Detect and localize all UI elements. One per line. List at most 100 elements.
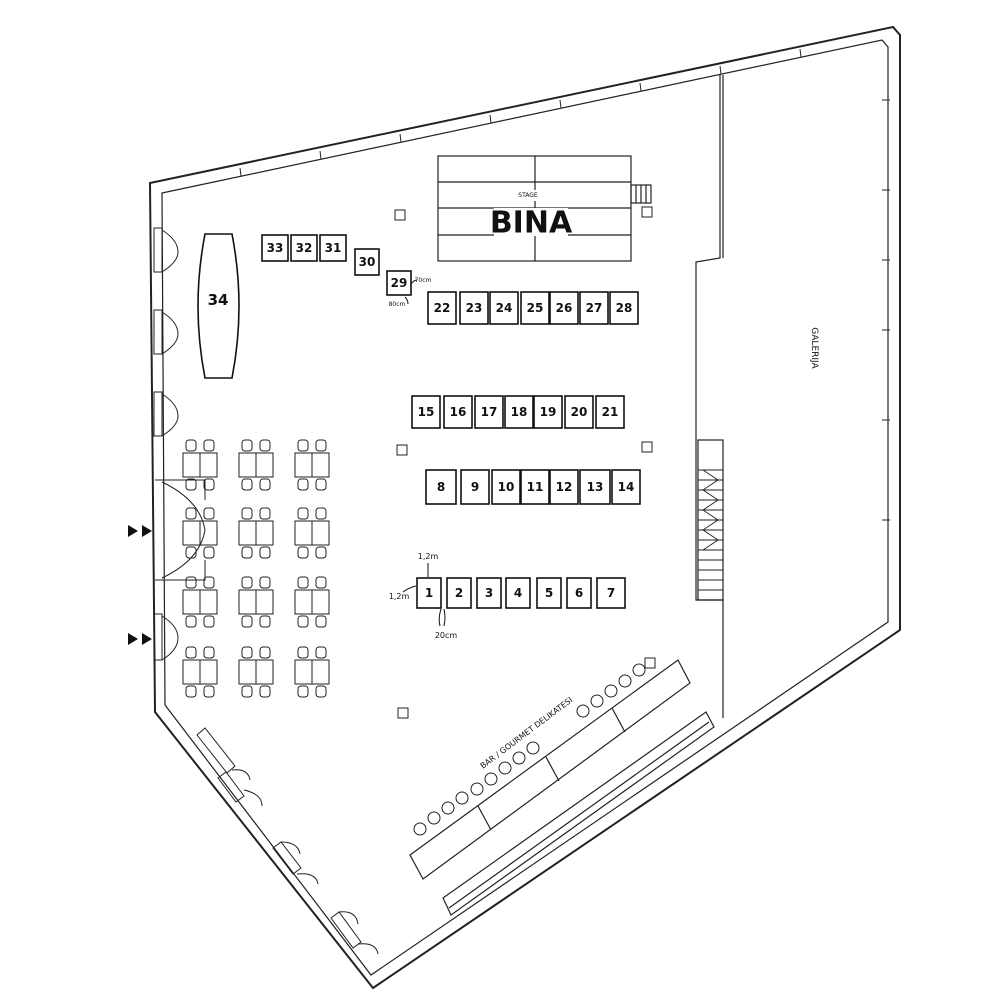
booth-label: 1	[425, 586, 433, 600]
cafe-table	[294, 439, 330, 491]
booth-label: 10	[498, 480, 515, 494]
booth-label: 19	[540, 405, 557, 419]
cafe-table	[294, 646, 330, 698]
booth-3[interactable]: 3	[476, 577, 502, 609]
cafe-table	[238, 507, 274, 559]
booth-13[interactable]: 13	[579, 469, 611, 505]
booth-label: 4	[514, 586, 522, 600]
large-table[interactable]: 34	[197, 233, 240, 379]
booth-label: 33	[267, 241, 284, 255]
booth-label: 21	[602, 405, 619, 419]
booth-label: 26	[556, 301, 573, 315]
booth-label: 14	[618, 480, 635, 494]
booth-28[interactable]: 28	[609, 291, 639, 325]
large-table-label: 34	[208, 291, 229, 309]
booth-31[interactable]: 31	[319, 234, 347, 262]
booth-29[interactable]: 29	[386, 270, 412, 296]
cafe-table	[238, 646, 274, 698]
booth-label: 5	[545, 586, 553, 600]
booth-label: 13	[587, 480, 604, 494]
dimension-annotations	[402, 279, 446, 627]
gallery-label: GALERIJA	[809, 327, 819, 369]
booth-4[interactable]: 4	[505, 577, 531, 609]
booth-label: 22	[434, 301, 451, 315]
booth-label: 27	[586, 301, 603, 315]
booth-9[interactable]: 9	[460, 469, 490, 505]
booth-21[interactable]: 21	[595, 395, 625, 429]
bar-counter	[409, 659, 715, 916]
booth-15[interactable]: 15	[411, 395, 441, 429]
booth-24[interactable]: 24	[489, 291, 519, 325]
dimension-label: 20cm	[435, 631, 458, 640]
booth-label: 3	[485, 586, 493, 600]
bar-label: BAR / GOURMET DELIKATESI	[479, 695, 575, 770]
booth-label: 6	[575, 586, 583, 600]
booth-label: 20	[571, 405, 588, 419]
gallery-partition	[695, 75, 724, 718]
booth-30[interactable]: 30	[354, 248, 380, 276]
cafe-table	[238, 576, 274, 628]
booth-14[interactable]: 14	[611, 469, 641, 505]
booth-26[interactable]: 26	[549, 291, 579, 325]
booth-label: 7	[607, 586, 615, 600]
booth-label: 11	[527, 480, 544, 494]
dimension-label: 80cm	[389, 301, 406, 308]
outer-walls	[148, 25, 901, 990]
entrance-arrow-icon	[128, 525, 152, 537]
cafe-seating	[182, 439, 330, 698]
booth-8[interactable]: 8	[425, 469, 457, 505]
left-doors	[153, 227, 206, 661]
cafe-table	[294, 507, 330, 559]
booth-label: 31	[325, 241, 342, 255]
booth-7[interactable]: 7	[596, 577, 626, 609]
booth-12[interactable]: 12	[549, 469, 579, 505]
stage-small-label: STAGE	[518, 192, 538, 199]
booth-17[interactable]: 17	[474, 395, 504, 429]
booth-32[interactable]: 32	[290, 234, 318, 262]
booth-label: 24	[496, 301, 513, 315]
dimension-label: 70cm	[415, 277, 432, 284]
cafe-table	[182, 439, 218, 491]
booth-6[interactable]: 6	[566, 577, 592, 609]
booth-label: 8	[437, 480, 445, 494]
booth-22[interactable]: 22	[427, 291, 457, 325]
booth-1[interactable]: 1	[416, 577, 442, 609]
booth-label: 2	[455, 586, 463, 600]
booth-16[interactable]: 16	[443, 395, 473, 429]
booth-label: 30	[359, 255, 376, 269]
stage-big-label: BINA	[490, 206, 573, 241]
cafe-table	[238, 439, 274, 491]
booth-label: 12	[556, 480, 573, 494]
booth-label: 29	[391, 276, 408, 290]
cafe-table	[182, 507, 218, 559]
booth-11[interactable]: 11	[520, 469, 550, 505]
booth-label: 15	[418, 405, 435, 419]
booth-label: 16	[450, 405, 467, 419]
booth-18[interactable]: 18	[504, 395, 534, 429]
dimension-label: 1,2m	[389, 592, 410, 601]
booth-label: 9	[471, 480, 479, 494]
booth-20[interactable]: 20	[564, 395, 594, 429]
cafe-table	[294, 576, 330, 628]
booth-label: 18	[511, 405, 528, 419]
booth-25[interactable]: 25	[520, 291, 550, 325]
booth-2[interactable]: 2	[446, 577, 472, 609]
entrance-arrow-icon	[128, 633, 152, 645]
booth-label: 28	[616, 301, 633, 315]
booth-33[interactable]: 33	[261, 234, 289, 262]
pillars	[394, 206, 656, 719]
booth-27[interactable]: 27	[579, 291, 609, 325]
booth-label: 23	[466, 301, 483, 315]
bar-stools	[413, 663, 646, 836]
cafe-table	[182, 576, 218, 628]
booth-label: 32	[296, 241, 313, 255]
booth-10[interactable]: 10	[491, 469, 521, 505]
dimension-label: 1,2m	[418, 552, 439, 561]
booth-5[interactable]: 5	[536, 577, 562, 609]
booth-23[interactable]: 23	[459, 291, 489, 325]
booth-label: 25	[527, 301, 544, 315]
booth-19[interactable]: 19	[533, 395, 563, 429]
booth-label: 17	[481, 405, 498, 419]
cafe-table	[182, 646, 218, 698]
